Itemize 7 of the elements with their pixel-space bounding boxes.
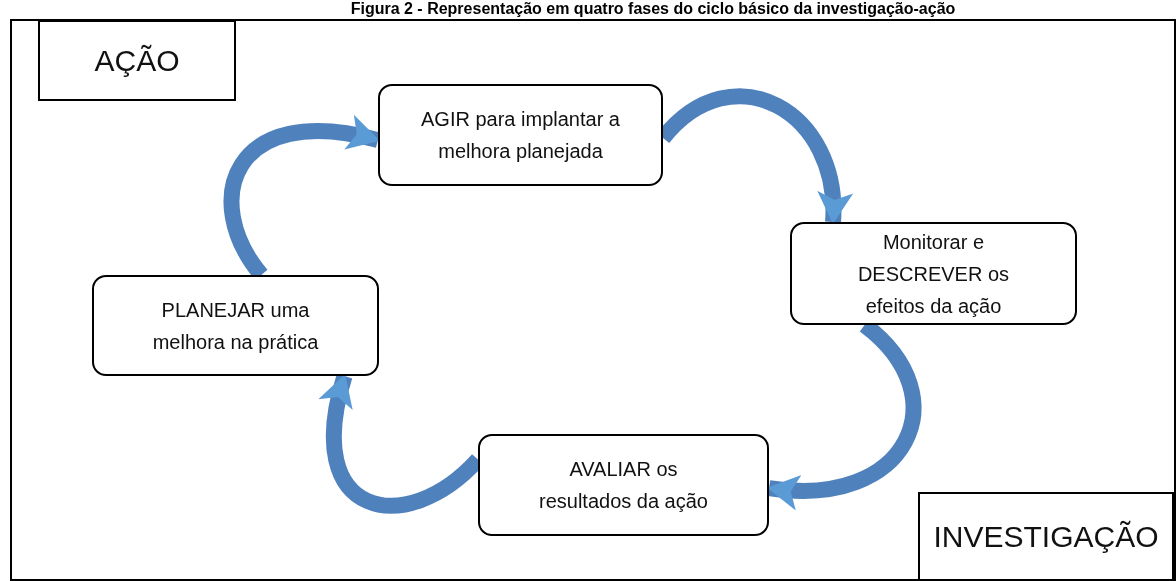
label-box: INVESTIGAÇÃO <box>918 492 1174 581</box>
phase-box: AGIR para implantar a melhora planejada <box>378 84 663 186</box>
phase-box: PLANEJAR uma melhora na prática <box>92 275 379 376</box>
figure-title: Figura 2 - Representação em quatro fases do ciclo básico da investigação-ação <box>349 0 957 18</box>
phase-box: AVALIAR os resultados da ação <box>478 434 769 536</box>
label-box: AÇÃO <box>38 20 236 101</box>
phase-box: Monitorar e DESCREVER os efeitos da ação <box>790 222 1077 325</box>
